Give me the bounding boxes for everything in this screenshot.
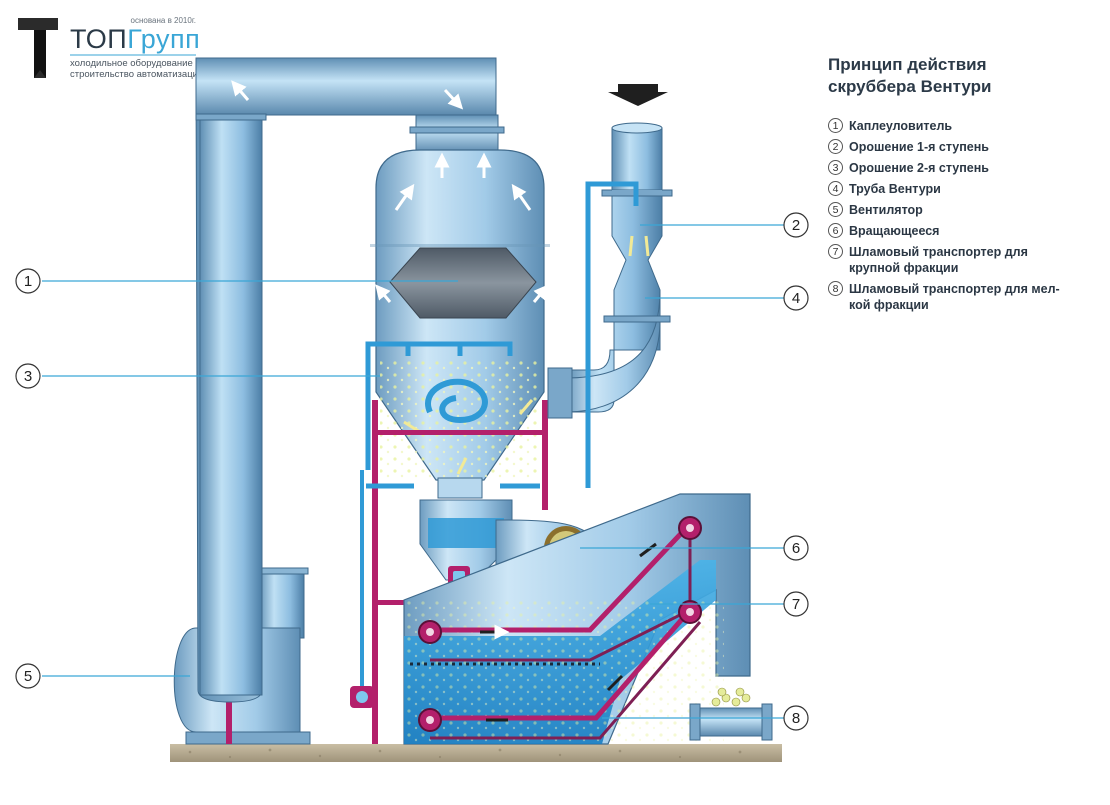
legend-label: Вращающееся <box>849 224 940 238</box>
legend-item-2: 2 Орошение 1-я ступень <box>828 139 1090 155</box>
callout-6: 6 <box>792 540 800 557</box>
legend-item-4: 4 Труба Вентури <box>828 181 1090 197</box>
legend-label: Шламовый транспортер для мел- кой фракци… <box>849 282 1060 312</box>
ground-texture <box>188 748 742 759</box>
legend-number: 1 <box>828 118 843 133</box>
brand-tagline-1: холодильное оборудование <box>70 58 193 69</box>
callout-numbers: 1 2 3 4 5 6 7 8 <box>24 217 800 727</box>
legend-label: Труба Вентури <box>849 182 941 196</box>
legend-title: Принцип действия скруббера Вентури <box>828 55 992 96</box>
brand-name: ТОПГрупп <box>70 24 200 54</box>
spray-stage-2 <box>365 341 513 470</box>
fine-conveyor <box>418 600 702 740</box>
legend-label: Орошение 2-я ступень <box>849 161 989 175</box>
callout-8: 8 <box>792 710 800 727</box>
legend-number: 7 <box>828 244 843 259</box>
legend-item-5: 5 Вентилятор <box>828 202 1090 218</box>
legend-label: Каплеуловитель <box>849 119 953 133</box>
legend-item-6: 6 Вращающееся <box>828 223 1090 239</box>
legend-number: 5 <box>828 202 843 217</box>
legend-number: 6 <box>828 223 843 238</box>
legend-item-8: 8 Шламовый транспортер для мел- кой фракц… <box>828 281 1090 313</box>
legend-number: 4 <box>828 181 843 196</box>
legend-number: 3 <box>828 160 843 175</box>
company-logo: основана в 2010г. ТОПГрупп холодильное о… <box>18 16 203 80</box>
callout-4: 4 <box>792 290 800 307</box>
legend-item-3: 3 Орошение 2-я ступень <box>828 160 1090 176</box>
legend-label: Орошение 1-я ступень <box>849 140 989 154</box>
ground-slab <box>170 744 782 762</box>
legend-item-7: 7 Шламовый транспортер для крупной фракци… <box>828 244 1090 276</box>
brand-founded: основана в 2010г. <box>131 16 196 25</box>
droplet-separator <box>389 247 537 319</box>
brand-tagline-2: строительство автоматизация <box>70 69 203 80</box>
legend-panel: Принцип действия скруббера Вентури 1 Капл… <box>828 54 1090 318</box>
scrubber-tower <box>370 149 550 481</box>
legend-number: 8 <box>828 281 843 296</box>
discharge-container <box>689 687 773 741</box>
coarse-conveyor <box>418 516 702 662</box>
legend-item-1: 1 Каплеуловитель <box>828 118 1090 134</box>
support-frame <box>372 400 548 744</box>
legend-number: 2 <box>828 139 843 154</box>
callout-1: 1 <box>24 273 32 290</box>
callout-5: 5 <box>24 668 32 685</box>
callout-2: 2 <box>792 217 800 234</box>
callout-7: 7 <box>792 596 800 613</box>
exhaust-stack <box>195 57 505 703</box>
callouts <box>42 224 784 719</box>
callout-circles <box>15 212 809 731</box>
gas-inlet-arrow-icon <box>608 84 668 106</box>
callout-3: 3 <box>24 368 32 385</box>
legend-label: Вентилятор <box>849 203 923 217</box>
legend-label: Шламовый транспортер для крупной фракции <box>849 245 1028 275</box>
venturi-tube <box>547 84 673 419</box>
spray-stage-1 <box>585 181 639 488</box>
